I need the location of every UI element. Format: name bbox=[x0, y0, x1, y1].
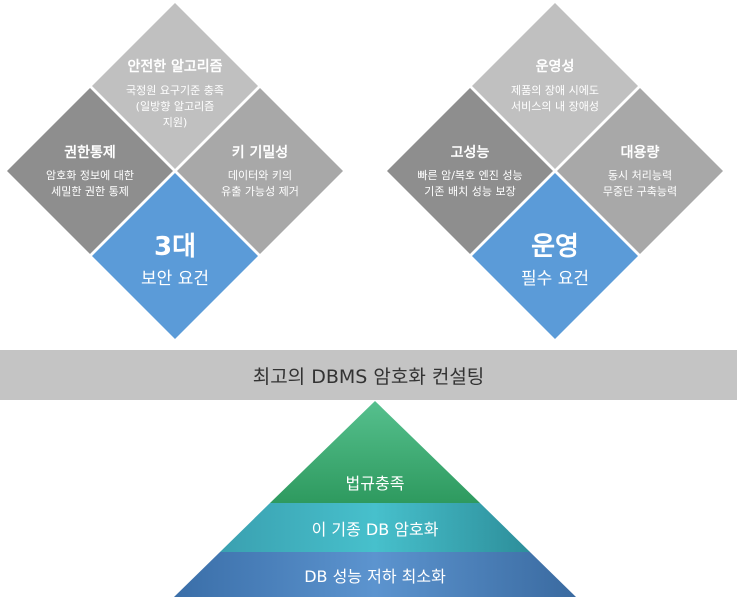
pyramid-tier-top bbox=[270, 401, 480, 503]
operation-right-line: 동시 처리능력 bbox=[607, 169, 673, 182]
security-left-line: 암호화 정보에 대한 bbox=[46, 169, 134, 182]
operation-right-line: 무중단 구축능력 bbox=[602, 185, 678, 198]
consulting-banner: 최고의 DBMS 암호화 컨설팅 bbox=[0, 350, 737, 400]
diamond-right bbox=[557, 88, 723, 254]
pyramid-label-bottom: DB 성능 저하 최소화 bbox=[304, 567, 446, 586]
security-right-line: 데이터와 키의 bbox=[227, 169, 293, 182]
pyramid-label-top: 법규충족 bbox=[345, 474, 405, 493]
pyramid-label-middle: 이 기종 DB 암호화 bbox=[311, 520, 439, 539]
diamond-center bbox=[472, 173, 638, 339]
security-right-line: 유출 가능성 제거 bbox=[221, 185, 299, 198]
security-diamond-group bbox=[7, 3, 343, 339]
operation-center-subtitle: 필수 요건 bbox=[521, 269, 589, 289]
operation-top-line: 서비스의 내 장애성 bbox=[511, 100, 599, 113]
security-top-title: 안전한 알고리즘 bbox=[127, 59, 223, 75]
diamond-left bbox=[387, 88, 553, 254]
pyramid bbox=[174, 401, 576, 597]
security-left-title: 권한통제 bbox=[64, 145, 116, 161]
security-center-subtitle: 보안 요건 bbox=[141, 269, 209, 289]
operation-top-title: 운영성 bbox=[535, 59, 575, 75]
operation-right-title: 대용량 bbox=[620, 145, 660, 161]
security-top-line: 지원) bbox=[162, 116, 188, 129]
operation-left-line: 빠른 암/복호 엔진 성능 bbox=[417, 169, 523, 182]
diamond-center bbox=[92, 173, 258, 339]
operation-left-line: 기존 배치 성능 보장 bbox=[424, 185, 516, 198]
security-top-line: (일방향 알고리즘 bbox=[135, 100, 215, 113]
pyramid-tier-bottom bbox=[174, 552, 576, 597]
operation-top-line: 제품의 장애 시에도 bbox=[511, 84, 599, 97]
diamond-right bbox=[177, 88, 343, 254]
operation-left-title: 고성능 bbox=[450, 145, 490, 161]
diamond-top bbox=[92, 3, 258, 169]
diamond-top bbox=[472, 3, 638, 169]
security-right-title: 키 기밀성 bbox=[231, 145, 289, 161]
pyramid-tier-middle bbox=[220, 503, 530, 552]
operation-diamond-group bbox=[387, 3, 723, 339]
security-left-line: 세밀한 권한 통제 bbox=[51, 185, 129, 198]
operation-center-title: 운영 bbox=[531, 232, 579, 262]
security-top-line: 국정원 요구기준 충족 bbox=[125, 84, 225, 97]
security-center-title: 3대 bbox=[153, 232, 197, 262]
diamond-left bbox=[7, 88, 173, 254]
